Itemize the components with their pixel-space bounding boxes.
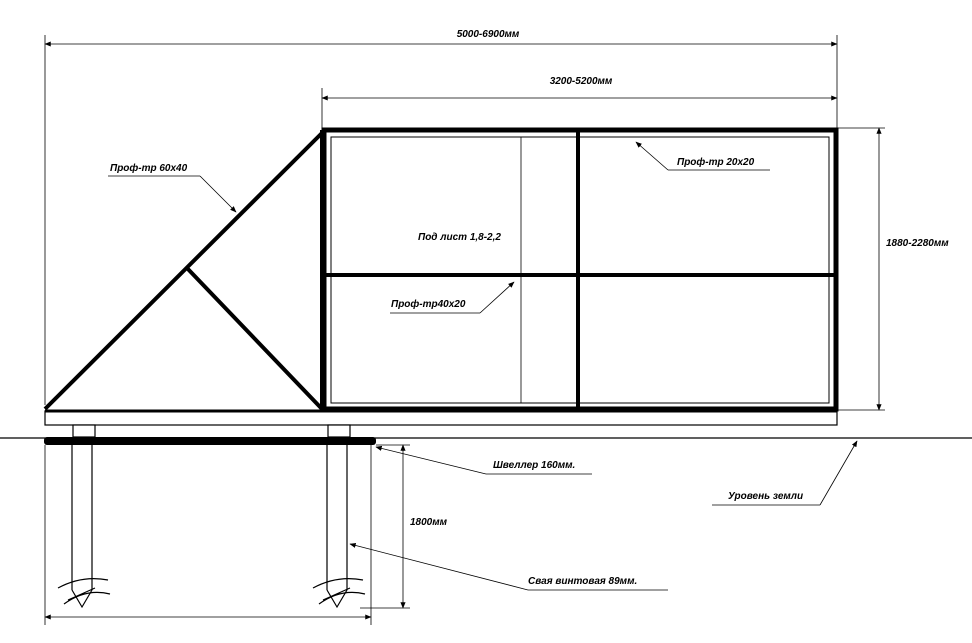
callout-sheet: Под лист 1,8-2,2 <box>418 232 501 243</box>
pile-depth-label: 1800мм <box>410 517 448 528</box>
sheet-label: Под лист 1,8-2,2 <box>418 232 501 243</box>
leaf-frame <box>321 127 839 412</box>
dimension-pile-depth: 1800мм <box>360 444 448 609</box>
leaf-length-label: 3200-5200мм <box>550 76 613 87</box>
channel-beam <box>44 437 376 445</box>
height-label: 1880-2280мм <box>886 238 949 249</box>
callout-prof-40x20: Проф-тр40х20 <box>390 281 515 314</box>
callout-channel: Швеллер 160мм. <box>375 445 592 475</box>
callout-pile: Свая винтовая 89мм. <box>349 542 668 591</box>
callout-ground: Уровень земли <box>712 440 858 506</box>
callout-prof-60x40: Проф-тр 60х40 <box>108 162 237 213</box>
bottom-beam <box>44 409 838 426</box>
dimension-leaf-length: 3200-5200мм <box>321 76 838 130</box>
prof-60x40-label: Проф-тр 60х40 <box>110 162 188 174</box>
dimension-bottom-partial <box>44 445 372 625</box>
dimension-overall-length: 5000-6900мм <box>44 29 838 405</box>
dimension-height: 1880-2280мм <box>838 127 949 411</box>
support-posts <box>72 424 351 438</box>
ground-label: Уровень земли <box>728 491 803 502</box>
screw-pile-left <box>57 445 111 609</box>
overall-length-label: 5000-6900мм <box>457 29 520 40</box>
prof-40x20-label: Проф-тр40х20 <box>391 298 466 310</box>
screw-pile-right <box>312 445 366 609</box>
callout-prof-20x20: Проф-тр 20х20 <box>635 141 770 171</box>
channel-label: Швеллер 160мм. <box>493 460 575 471</box>
pile-label: Свая винтовая 89мм. <box>528 576 637 587</box>
prof-20x20-label: Проф-тр 20х20 <box>677 156 755 168</box>
